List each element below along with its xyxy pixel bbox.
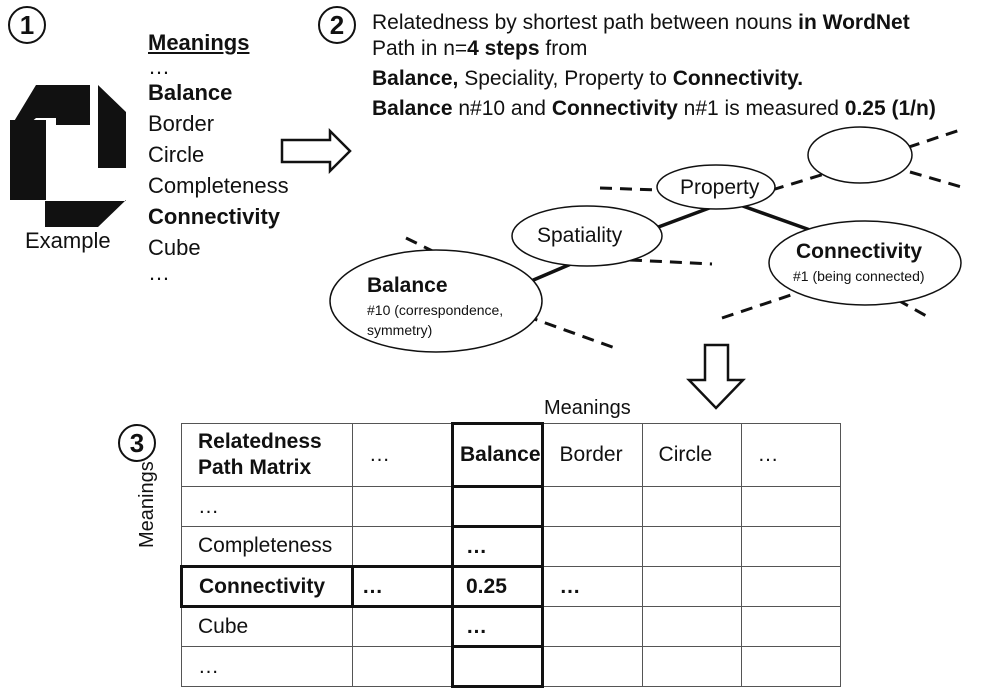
column-header: … — [352, 423, 453, 487]
column-header: Border — [541, 423, 643, 487]
step2-line-4: Balance n#10 and Connectivity n#1 is mea… — [372, 96, 936, 122]
matrix-row: Completeness … — [181, 525, 841, 568]
meaning-item: Completeness — [148, 173, 289, 198]
right-arrow-icon — [280, 127, 352, 175]
text-segment: from — [539, 37, 588, 60]
text-segment: Balance — [372, 97, 453, 120]
text-segment: n#1 is measured — [677, 97, 845, 120]
matrix-side-label: Meanings — [136, 461, 158, 548]
text-segment: Speciality, Property to — [458, 67, 673, 90]
text-segment: Relatedness by shortest path between nou… — [372, 11, 799, 34]
connectivity-node-title: Connectivity — [796, 240, 923, 263]
diagram-canvas — [10, 85, 966, 410]
edge-dashed — [525, 314, 616, 350]
balance-node-title: Balance — [367, 274, 448, 297]
matrix-cell — [641, 486, 742, 527]
meanings-title: Meanings — [148, 30, 250, 55]
corner-line: Path Matrix — [198, 456, 312, 479]
step-3-number: 3 — [118, 424, 156, 462]
step-2-number: 2 — [318, 6, 356, 44]
column-header-balance: Balance — [451, 422, 544, 488]
matrix-cell — [541, 486, 643, 527]
matrix-cell: … — [541, 566, 643, 607]
matrix-corner-header: Relatedness Path Matrix — [181, 423, 353, 487]
relatedness-matrix: Relatedness Path Matrix … Balance Border… — [180, 422, 841, 688]
node-connectivity — [768, 220, 962, 306]
row-label: Connectivity — [180, 565, 354, 608]
matrix-cell — [740, 566, 841, 607]
matrix-cell — [352, 486, 453, 527]
node-spatiality — [511, 205, 663, 267]
matrix-cell — [541, 606, 643, 647]
matrix-cell — [451, 485, 544, 528]
meaning-item: Cube — [148, 235, 201, 260]
matrix-row: Connectivity…0.25… — [180, 565, 841, 608]
edge-dashed — [599, 186, 661, 192]
edge-path — [739, 203, 811, 232]
matrix-cell — [740, 526, 841, 567]
matrix-cell — [641, 566, 742, 607]
matrix-cell — [541, 526, 643, 567]
matrix-cell — [641, 526, 742, 567]
matrix-cell: … — [451, 605, 544, 648]
spatiality-label: Spatiality — [537, 224, 623, 247]
meaning-item: Border — [148, 111, 215, 136]
matrix-header-row: Relatedness Path Matrix … Balance Border… — [181, 422, 841, 488]
step2-line-1: Relatedness by shortest path between nou… — [372, 10, 910, 36]
row-label: Cube — [181, 606, 353, 647]
meaning-item: Circle — [148, 142, 205, 167]
matrix-cell: 0.25 — [451, 565, 544, 608]
meaning-item: Connectivity — [148, 204, 281, 229]
down-arrow-icon — [686, 343, 746, 410]
step2-line-3: Balance, Speciality, Property to Connect… — [372, 66, 803, 92]
edge-dashed — [869, 128, 961, 162]
column-header: … — [740, 423, 841, 487]
text-segment: Connectivity. — [672, 67, 804, 90]
balance-node-sense-1: #10 (correspondence, — [367, 302, 504, 318]
meaning-item: … — [148, 260, 170, 285]
text-segment: n#10 and — [452, 97, 552, 120]
step2-line-2: Path in n=4 steps from — [372, 36, 587, 62]
logo-icon — [10, 85, 126, 227]
example-label: Example — [25, 228, 111, 253]
corner-line: Relatedness — [198, 430, 322, 453]
matrix-cell: … — [351, 565, 454, 608]
matrix-row: … — [181, 485, 841, 528]
node-unlabeled — [807, 126, 913, 184]
text-segment: Connectivity — [551, 97, 678, 120]
property-label: Property — [680, 176, 760, 199]
node-balance — [329, 249, 543, 353]
row-label: … — [181, 486, 353, 527]
edge-dashed — [721, 290, 801, 320]
text-segment: 0.25 (1/n) — [844, 97, 936, 120]
node-property — [656, 164, 776, 210]
matrix-cell — [641, 606, 742, 647]
text-segment: Path in n= — [372, 37, 468, 60]
step-1-number: 1 — [8, 6, 46, 44]
edge-dashed — [909, 170, 966, 190]
column-header: Circle — [641, 423, 742, 487]
matrix-cell — [740, 606, 841, 647]
matrix-row: Cube … — [181, 605, 841, 648]
matrix-cell: … — [451, 525, 544, 568]
text-segment: Balance, — [372, 67, 459, 90]
meaning-item: … — [148, 54, 170, 79]
connectivity-node-sense: #1 (being connected) — [793, 268, 925, 284]
matrix-cell — [740, 486, 841, 527]
balance-node-sense-2: symmetry) — [367, 322, 433, 338]
meaning-item: Balance — [148, 80, 233, 105]
row-label: Completeness — [181, 526, 353, 567]
matrix-top-label: Meanings — [544, 397, 631, 419]
text-segment: in WordNet — [798, 11, 910, 34]
matrix-cell — [352, 526, 453, 567]
text-segment: 4 steps — [467, 37, 540, 60]
matrix-cell — [352, 606, 453, 647]
